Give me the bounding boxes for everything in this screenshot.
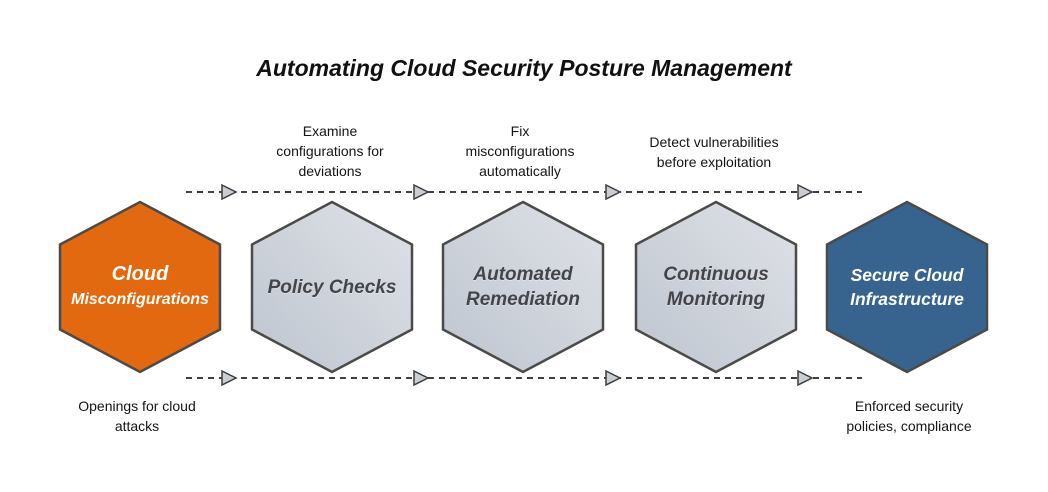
arrow-right-icon: [221, 183, 238, 201]
hexagon-continuous-monitoring: [634, 200, 798, 374]
arrow-right-icon: [605, 369, 622, 387]
hexagon-automated-remediation: [441, 200, 605, 374]
annotation-openings-for-cloud-attacks: Openings for cloud attacks: [78, 398, 196, 434]
annotation-detect-vulnerabilities: Detect vulnerabilities before exploitati…: [649, 134, 779, 170]
arrow-right-icon: [797, 183, 814, 201]
annotation-enforced-security-policies: Enforced security policies, compliance: [846, 398, 972, 434]
arrow-right-icon: [413, 183, 430, 201]
arrow-right-icon: [605, 183, 622, 201]
arrow-right-icon: [413, 369, 430, 387]
hexagon-policy-checks: [250, 200, 414, 374]
hexagon-cloud-misconfigurations: [58, 200, 222, 374]
annotation-fix-misconfigurations: Fix misconfigurations automatically: [465, 123, 575, 179]
hexagon-secure-cloud-infrastructure: [825, 200, 989, 374]
page-title: Automating Cloud Security Posture Manage…: [256, 55, 792, 81]
arrow-right-icon: [221, 369, 238, 387]
arrow-right-icon: [797, 369, 814, 387]
annotation-examine-configurations: Examine configurations for deviations: [276, 123, 384, 179]
